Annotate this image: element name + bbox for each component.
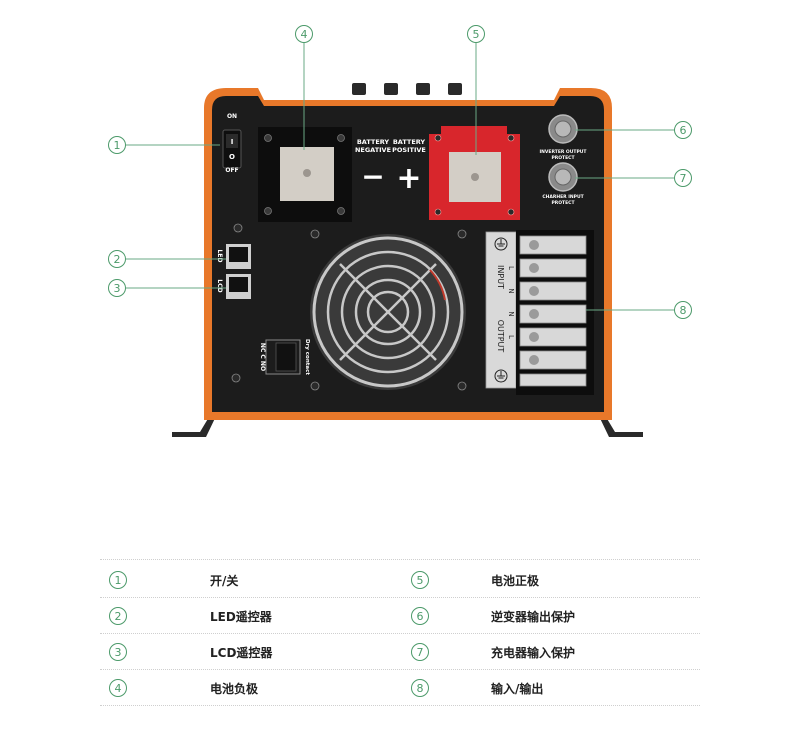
svg-text:6: 6 — [680, 124, 687, 137]
input-output-terminal-block[interactable] — [485, 230, 594, 395]
dry-contact-label: Dry contact — [304, 339, 310, 375]
led-port[interactable] — [226, 244, 251, 269]
callout-2: 2 — [108, 250, 126, 268]
callout-8: 8 — [674, 301, 692, 319]
top-connectors — [352, 83, 462, 95]
legend-number: 8 — [411, 679, 429, 697]
ground-symbol-top-icon — [494, 237, 508, 251]
charger-protect-label-2: PROTECT — [551, 200, 575, 206]
left-foot — [172, 412, 218, 437]
callout-lines — [126, 43, 674, 311]
svg-text:4: 4 — [301, 28, 308, 41]
terminal-pin-2: N — [507, 288, 515, 293]
plus-sign: + — [396, 161, 421, 196]
legend-number: 1 — [109, 571, 127, 589]
inverter-protect-label-2: PROTECT — [551, 155, 575, 161]
lcd-port[interactable] — [226, 274, 251, 299]
legend-row: 2 LED遥控器 6 逆变器输出保护 — [100, 598, 700, 634]
legend-text: LED遥控器 — [210, 609, 272, 624]
led-port-label: LED — [216, 250, 223, 263]
callout-5: 5 — [467, 25, 485, 43]
callout-3: 3 — [108, 279, 126, 297]
legend-number: 5 — [411, 571, 429, 589]
right-foot — [597, 412, 643, 437]
cooling-fan — [310, 234, 466, 390]
legend-number: 6 — [411, 607, 429, 625]
svg-text:3: 3 — [114, 282, 121, 295]
legend-number: 2 — [109, 607, 127, 625]
legend-text: LCD遥控器 — [210, 645, 273, 660]
dry-contact-pins: NC C NO — [259, 343, 266, 371]
charger-input-protect-breaker[interactable] — [548, 162, 578, 192]
legend-number: 3 — [109, 643, 127, 661]
callout-1: 1 — [108, 136, 126, 154]
switch-one-mark: I — [231, 138, 234, 146]
callout-4: 4 — [295, 25, 313, 43]
legend-text: 逆变器输出保护 — [491, 609, 576, 624]
legend-row: 3 LCD遥控器 7 充电器输入保护 — [100, 634, 700, 670]
panel-screws — [231, 223, 467, 391]
power-switch[interactable]: I O — [222, 129, 242, 169]
terminal-output-label: OUTPUT — [496, 320, 505, 353]
inverter-protect-label-1: INVERTER OUTPUT — [539, 149, 587, 155]
legend-text: 充电器输入保护 — [491, 645, 576, 660]
battery-positive-label-1: BATTERY — [393, 138, 426, 146]
legend-text: 输入/输出 — [491, 681, 544, 696]
legend-row: 4 电池负极 8 输入/输出 — [100, 670, 700, 706]
svg-text:2: 2 — [114, 253, 121, 266]
legend-number: 7 — [411, 643, 429, 661]
ground-symbol-bottom-icon — [494, 369, 508, 383]
callout-6: 6 — [674, 121, 692, 139]
lcd-port-label: LCD — [216, 279, 223, 292]
battery-negative-label-2: NEGATIVE — [355, 146, 391, 154]
legend-text: 电池正极 — [491, 573, 540, 588]
legend-text: 电池负极 — [210, 681, 259, 696]
terminal-pin-4: L — [507, 335, 515, 339]
legend-text: 开/关 — [210, 573, 239, 588]
svg-text:8: 8 — [680, 304, 687, 317]
battery-negative-label-1: BATTERY — [357, 138, 390, 146]
legend-divider — [100, 597, 700, 598]
svg-text:1: 1 — [114, 139, 121, 152]
svg-text:5: 5 — [473, 28, 480, 41]
legend-divider — [100, 705, 700, 706]
terminal-pin-3: N — [507, 311, 515, 316]
switch-zero-mark: O — [229, 153, 235, 161]
callout-7: 7 — [674, 169, 692, 187]
legend-row: 1 开/关 5 电池正极 — [100, 562, 700, 598]
charger-protect-label-1: CHARHER INPUT — [542, 194, 584, 200]
legend-divider — [100, 633, 700, 634]
battery-positive-terminal[interactable] — [429, 126, 520, 220]
dry-contact-connector[interactable] — [265, 339, 301, 375]
battery-positive-label-2: POSITIVE — [392, 146, 426, 154]
legend-number: 4 — [109, 679, 127, 697]
legend-divider — [100, 559, 700, 560]
battery-negative-terminal[interactable] — [258, 127, 352, 222]
inverter-output-protect-breaker[interactable] — [548, 114, 578, 144]
terminal-input-label: INPUT — [496, 265, 505, 289]
legend-divider — [100, 669, 700, 670]
minus-sign: − — [361, 160, 384, 193]
switch-on-label: ON — [227, 113, 237, 120]
svg-text:7: 7 — [680, 172, 687, 185]
terminal-pin-1: L — [507, 266, 515, 270]
switch-off-label: OFF — [225, 167, 238, 174]
